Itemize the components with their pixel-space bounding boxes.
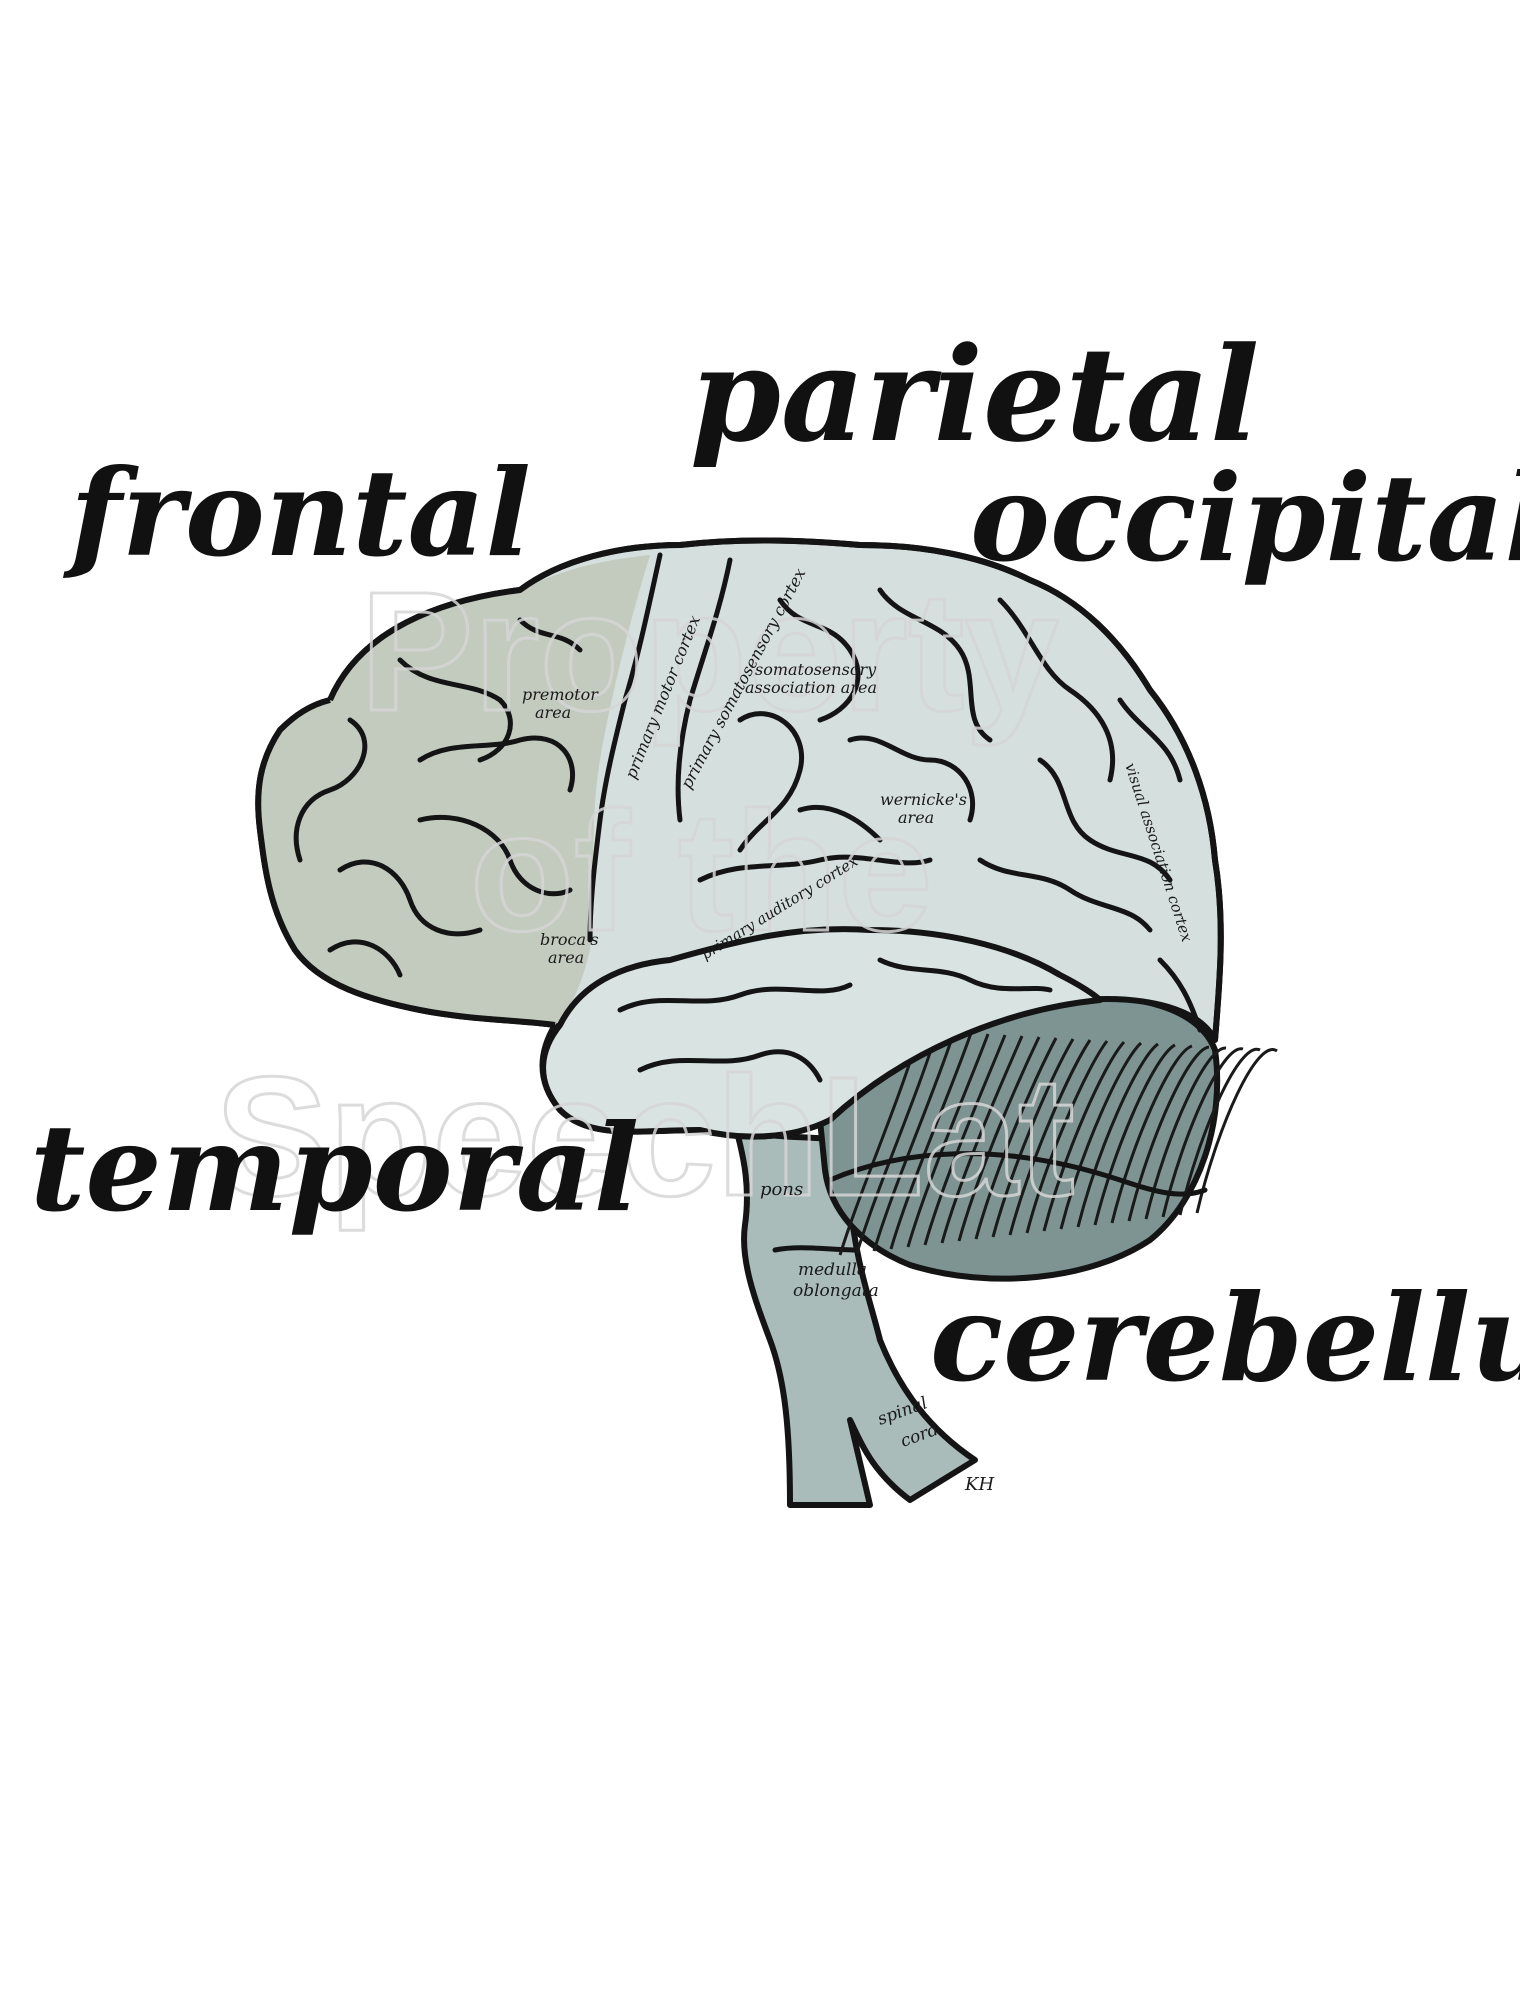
label-wernicke-line-1: wernicke's [880,790,967,809]
label-broca-line-2: area [548,948,584,967]
label-somatosensory-assoc-line-2: association area [745,678,877,697]
label-cerebellum: cerebellum [930,1268,1520,1409]
label-somatosensory-assoc-line-1: somatosensory [755,660,877,679]
watermark-line-1: Property [360,557,1059,747]
label-occipital: occipital [970,448,1520,589]
label-frontal: frontal [62,443,531,584]
label-medulla-line-2: oblongata [793,1281,879,1301]
artist-signature: KH [964,1474,994,1495]
label-pons: pons [760,1179,803,1200]
label-wernicke-line-2: area [898,808,934,827]
label-medulla-line-1: medulla [798,1260,867,1280]
label-temporal: temporal [30,1098,639,1239]
label-premotor-line-2: area [535,703,571,722]
label-broca-line-1: broca's [540,930,599,949]
label-premotor-line-1: premotor [522,685,599,704]
